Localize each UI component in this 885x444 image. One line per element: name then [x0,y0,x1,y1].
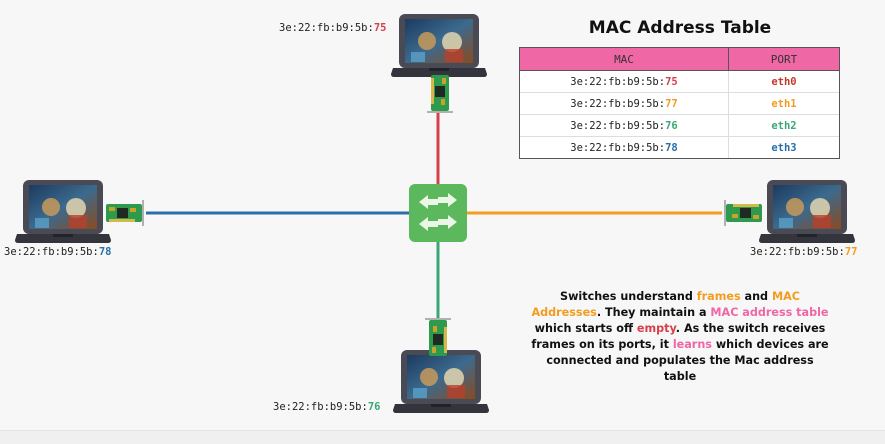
keyword-empty: empty [636,322,676,335]
mac-cell: 3e:22:fb:b9:5b:78 [519,136,729,159]
network-card-icon [427,75,453,113]
table-row: 3e:22:fb:b9:5b:76 eth2 [519,114,840,137]
laptop-icon [391,14,487,77]
mac-cell: 3e:22:fb:b9:5b:76 [519,114,729,137]
laptop-icon [393,350,489,413]
keyword-learns: learns [672,338,712,351]
port-cell: eth0 [728,70,840,93]
bottom-strip [0,430,885,444]
column-header-port: PORT [728,47,840,71]
table-row: 3e:22:fb:b9:5b:75 eth0 [519,70,840,93]
port-cell: eth1 [728,92,840,115]
keyword-mac-addresses: MAC Addresses [531,290,800,319]
table-row: 3e:22:fb:b9:5b:77 eth1 [519,92,840,115]
mac-label-right: 3e:22:fb:b9:5b:77 [750,246,858,258]
laptop-icon [759,180,855,243]
mac-address-table: MAC PORT 3e:22:fb:b9:5b:75 eth0 3e:22:fb… [519,47,840,159]
mac-label-left: 3e:22:fb:b9:5b:78 [4,246,112,258]
column-header-mac: MAC [519,47,729,71]
table-header-row: MAC PORT [519,47,840,71]
keyword-mac-address-table: MAC address table [710,306,829,319]
table-row: 3e:22:fb:b9:5b:78 eth3 [519,136,840,159]
table-title: MAC Address Table [588,18,772,38]
switch-icon [409,184,467,242]
mac-cell: 3e:22:fb:b9:5b:75 [519,70,729,93]
mac-label-top: 3e:22:fb:b9:5b:75 [279,22,387,34]
port-cell: eth2 [728,114,840,137]
mac-label-bottom: 3e:22:fb:b9:5b:76 [273,401,381,413]
explanation-text: Switches understand frames and MAC Addre… [531,290,829,383]
keyword-frames: frames [696,290,741,303]
network-card-icon [106,200,144,226]
mac-cell: 3e:22:fb:b9:5b:77 [519,92,729,115]
laptop-icon [15,180,111,243]
network-card-icon [724,200,762,226]
port-cell: eth3 [728,136,840,159]
